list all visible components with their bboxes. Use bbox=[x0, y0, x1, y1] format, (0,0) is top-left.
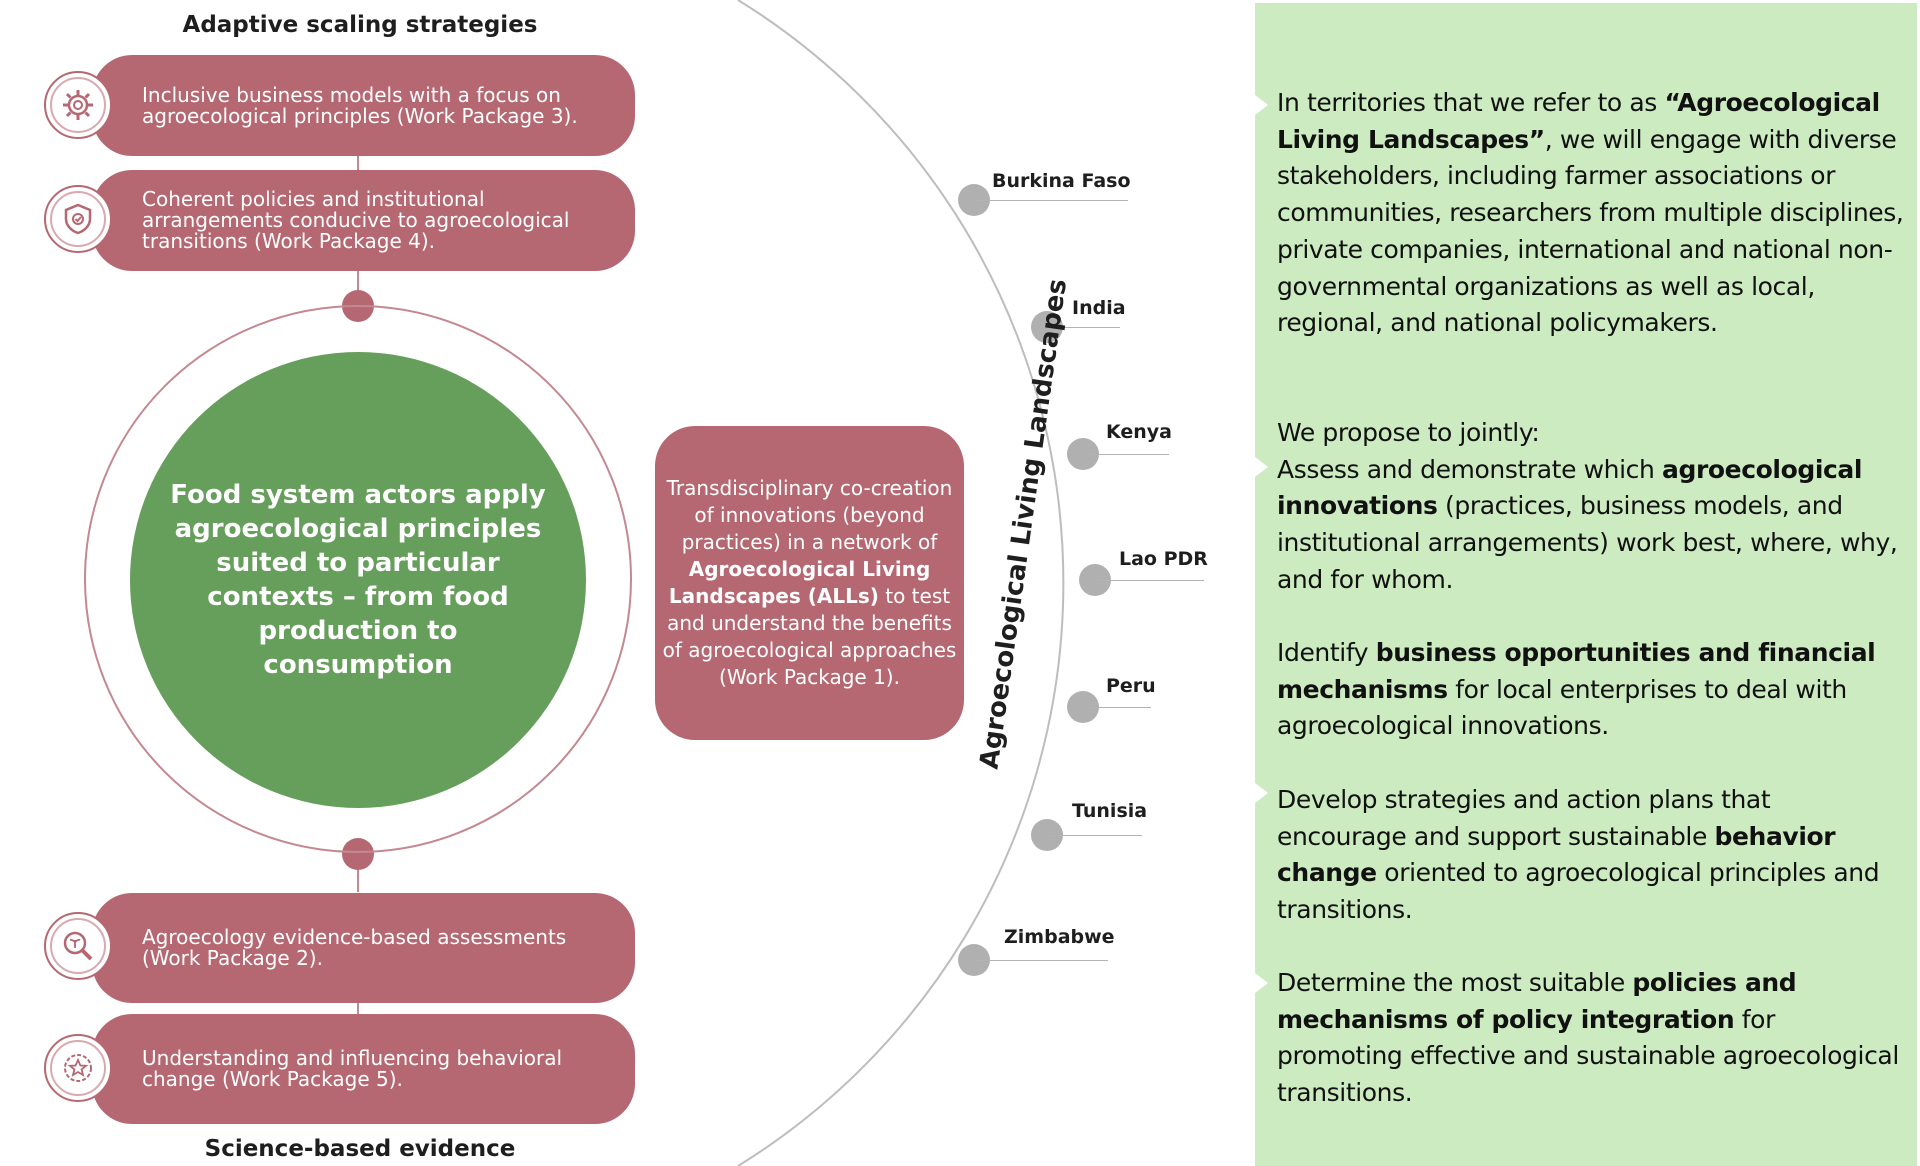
panel-text: Develop strategies and action plans that… bbox=[1277, 785, 1771, 851]
gear-icon bbox=[44, 71, 112, 139]
panel-bold: “Agroecological Living Landscapes” bbox=[1277, 88, 1880, 154]
panel-business-paragraph: Identify business opportunities and fina… bbox=[1277, 635, 1907, 745]
food-system-text: Food system actors apply agroecological … bbox=[170, 480, 546, 680]
pill-text: Inclusive business models with a focus o… bbox=[142, 82, 578, 128]
connector-line bbox=[357, 150, 359, 172]
connector-line bbox=[357, 1000, 359, 1016]
food-system-circle: Food system actors apply agroecological … bbox=[130, 352, 586, 808]
panel-text: , we will engage with diverse stakeholde… bbox=[1277, 124, 1904, 338]
panel-text: for promoting effective and sustainable … bbox=[1277, 1004, 1899, 1108]
panel-text: In territories that we refer to as bbox=[1277, 88, 1665, 117]
country-india: India bbox=[1072, 297, 1126, 319]
pill-coherent-policies: Coherent policies and institutional arra… bbox=[92, 170, 635, 271]
country-kenya: Kenya bbox=[1106, 421, 1173, 443]
connector-line bbox=[357, 866, 359, 892]
pill-business-models: Inclusive business models with a focus o… bbox=[92, 55, 635, 156]
panel-text: Determine the most suitable bbox=[1277, 968, 1633, 997]
shield-icon bbox=[44, 185, 112, 253]
panel-bold: behavior change bbox=[1277, 821, 1836, 888]
panel-text: (practices, business models, and institu… bbox=[1277, 491, 1898, 594]
info-panel bbox=[1255, 3, 1917, 1166]
transdisciplinary-box: Transdisciplinary co-creation of innovat… bbox=[655, 426, 964, 740]
panel-intro-paragraph: In territories that we refer to as “Agro… bbox=[1277, 85, 1907, 342]
panel-bold: policies and mechanisms of policy integr… bbox=[1277, 968, 1797, 1034]
panel-text: We propose to jointly: bbox=[1277, 418, 1540, 447]
country-line bbox=[975, 200, 1128, 201]
country-lao-pdr: Lao PDR bbox=[1119, 548, 1208, 570]
country-zimbabwe: Zimbabwe bbox=[1004, 926, 1115, 948]
country-tunisia: Tunisia bbox=[1072, 800, 1148, 822]
country-peru: Peru bbox=[1106, 675, 1156, 697]
panel-text: oriented to agroecological principles an… bbox=[1277, 858, 1880, 925]
transdisciplinary-text: Transdisciplinary co-creation of innovat… bbox=[666, 476, 953, 554]
landscape-arc bbox=[737, 0, 1065, 1166]
connector-line bbox=[357, 268, 359, 292]
country-line bbox=[975, 960, 1108, 961]
panel-text: Assess and demonstrate which bbox=[1277, 454, 1662, 484]
panel-bold: business opportunities and financial mec… bbox=[1277, 638, 1876, 704]
panel-behavior-paragraph: Develop strategies and action plans that… bbox=[1277, 782, 1907, 929]
science-evidence-heading: Science-based evidence bbox=[204, 1136, 516, 1162]
alls-highlight: Agroecological Living Landscapes (ALLs) bbox=[668, 557, 931, 608]
panel-text: Identify bbox=[1277, 638, 1376, 667]
country-burkina-faso: Burkina Faso bbox=[992, 170, 1131, 192]
country-line bbox=[1048, 835, 1142, 836]
country-line bbox=[1084, 707, 1151, 708]
adaptive-scaling-heading: Adaptive scaling strategies bbox=[182, 12, 538, 38]
country-line bbox=[1096, 580, 1204, 581]
pill-text: Understanding and influencing behavioral… bbox=[142, 1046, 563, 1091]
panel-bold: agroecological innovations bbox=[1277, 454, 1863, 521]
bullet-marker bbox=[1255, 95, 1268, 115]
pill-behavioral-change: Understanding and influencing behavioral… bbox=[92, 1014, 635, 1124]
bullet-marker bbox=[1255, 783, 1268, 803]
panel-policies-paragraph: Determine the most suitable policies and… bbox=[1277, 965, 1907, 1112]
bullet-marker bbox=[1255, 973, 1268, 993]
bullet-marker bbox=[1255, 457, 1268, 477]
magnifier-icon bbox=[44, 912, 112, 980]
country-line bbox=[1048, 327, 1120, 328]
pill-text: Agroecology evidence-based assessments (… bbox=[142, 925, 567, 970]
country-line bbox=[1084, 454, 1169, 455]
panel-propose-paragraph: We propose to jointly: Assess and demons… bbox=[1277, 415, 1907, 599]
outer-ring bbox=[84, 305, 632, 853]
panel-text: for local enterprises to deal with agroe… bbox=[1277, 674, 1847, 741]
pill-text: Coherent policies and institutional arra… bbox=[142, 187, 570, 253]
star-badge-icon bbox=[44, 1034, 112, 1102]
transdisciplinary-text-end: to test and understand the benefits of a… bbox=[662, 584, 957, 689]
pill-evidence-assessments: Agroecology evidence-based assessments (… bbox=[92, 893, 635, 1003]
